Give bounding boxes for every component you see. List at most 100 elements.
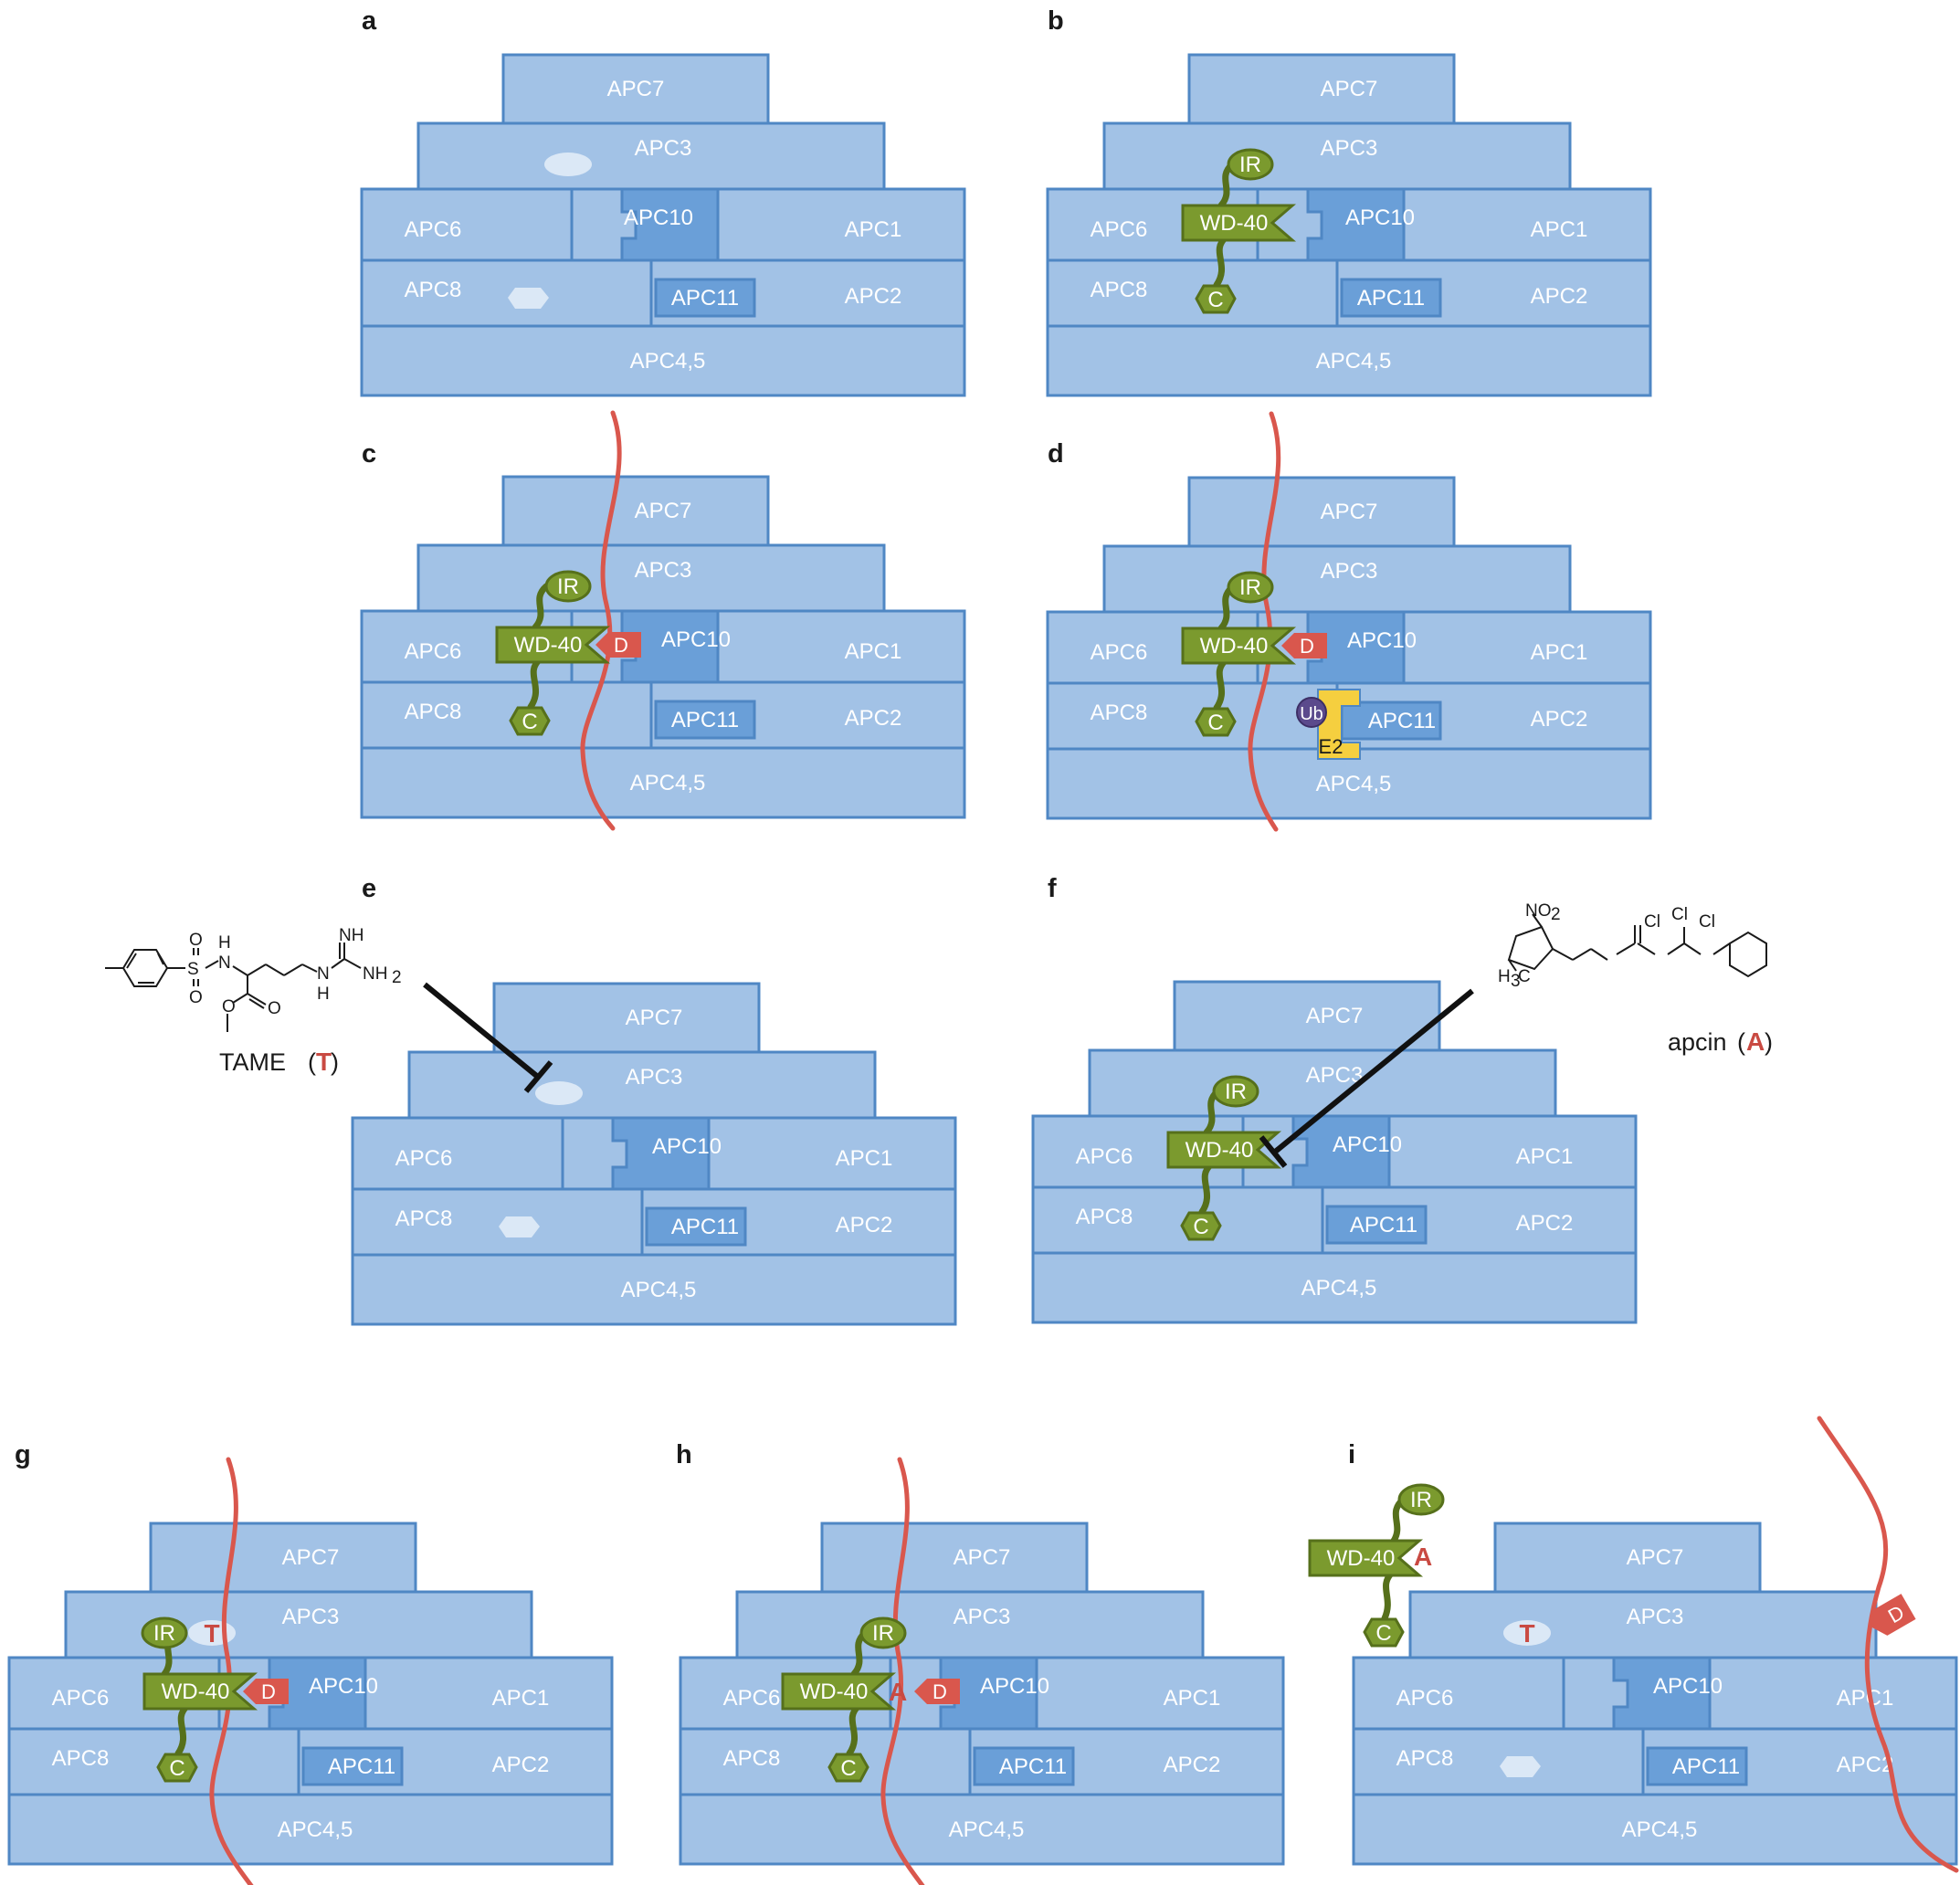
apc6-label: APC6 [405,217,462,242]
apc6-label: APC6 [395,1146,453,1171]
wd40-propeller [1181,627,1297,665]
apc11-label: APC11 [671,1215,739,1239]
methyl-h: H [1498,967,1511,986]
degron-tab [595,632,641,658]
panel-label-c: c [362,439,376,469]
apcin-caption: apcin [1668,1028,1727,1056]
degron-label: D [1300,635,1314,658]
ir-label: IR [153,1621,175,1646]
c-label: C [522,710,537,734]
tame-mark-bound: T [1519,1619,1534,1648]
wd40-label: WD-40 [1327,1546,1396,1571]
apc11-label: APC11 [328,1754,395,1779]
panel-label-f: f [1048,874,1057,903]
tame-paren-close: ) [331,1048,339,1076]
wd40-label: WD-40 [1185,1138,1254,1163]
panel-g: APC7 APC3 APC6 APC10 APC1 APC8 APC11 APC… [7,1457,614,1885]
panel-label-h: h [676,1440,692,1469]
apc45-label: APC4,5 [621,1278,697,1302]
apc2-label: APC2 [492,1753,550,1777]
ubiquitin [1296,697,1327,728]
apc8-label: APC8 [52,1746,110,1771]
apc8-label: APC8 [395,1206,453,1231]
c-terminus [827,1753,869,1783]
panel-label-i: i [1348,1440,1355,1469]
apc11-label: APC11 [1672,1754,1740,1779]
ir-label: IR [1225,1079,1247,1104]
imine: NH [339,926,364,945]
coactivator: IR WD-40 C [1181,148,1297,314]
apc8-label: APC8 [1091,700,1148,725]
apc6-label: APC6 [723,1686,781,1711]
apcin-mark-bound: A [1414,1543,1432,1571]
coactivator: IR WD-40 C [1166,1075,1282,1241]
apc11-label: APC11 [671,286,739,311]
hydrogen: H [218,933,231,953]
ir-label: IR [557,574,579,599]
apcin-mark-bound: A [889,1678,907,1706]
chlorine: Cl [1671,905,1688,924]
wd40-label: WD-40 [162,1680,230,1704]
wd40-propeller [495,626,611,664]
wd40-label: WD-40 [1200,211,1269,236]
apc3-label: APC3 [635,136,692,161]
c-label: C [1207,288,1223,312]
panel-a: APC7 APC3 APC6 APC10 APC1 APC8 APC11 APC… [360,53,966,397]
nitro-subscript: 2 [1551,905,1561,924]
apc1-label: APC1 [845,639,902,664]
apc6-label: APC6 [1396,1686,1454,1711]
apc1-label: APC1 [492,1686,550,1711]
apc1-label: APC1 [845,217,902,242]
apcin-paren-close: ) [1765,1028,1773,1056]
e2-label: E2 [1319,735,1344,758]
wd40-label: WD-40 [800,1680,869,1704]
apc45-label: APC4,5 [630,349,706,374]
oxygen: O [222,997,236,1016]
apc10-label: APC10 [1653,1674,1723,1699]
apc45-label: APC4,5 [1301,1276,1377,1301]
apc7-label: APC7 [282,1545,340,1570]
degron-tab [1871,1594,1916,1636]
panel-e: APC7 APC3 APC6 APC10 APC1 APC8 APC11 APC… [351,982,957,1326]
wd40-propeller [1166,1131,1282,1169]
apc10-label: APC10 [309,1674,378,1699]
ir-label: IR [1410,1488,1432,1512]
coactivator: IR WD-40 C [1181,571,1297,737]
apc45-label: APC4,5 [630,771,706,795]
apc2-label: APC2 [1164,1753,1221,1777]
apc2-label: APC2 [1531,707,1588,732]
coactivator: IR WD-40 C [495,570,611,736]
apc2-label: APC2 [845,284,902,309]
panel-f: APC7 APC3 APC6 APC10 APC1 APC8 APC11 APC… [1031,980,1638,1324]
degron-label: D [933,1680,947,1703]
wd40-label: WD-40 [514,633,583,658]
apc3-label: APC3 [282,1605,340,1629]
tame-paren-open: ( [308,1048,316,1076]
apc3-label: APC3 [1627,1605,1684,1629]
coactivator: IR WD-40 C [141,1616,258,1783]
apc7-label: APC7 [1321,500,1378,524]
panel-b: APC7 APC3 APC6 APC10 APC1 APC8 APC11 APC… [1046,53,1652,397]
apc8-label: APC8 [1396,1746,1454,1771]
apc1-label: APC1 [1837,1686,1894,1711]
released-coactivator: IR WD-40 A C [1308,1483,1445,1648]
ir-label: IR [1239,153,1261,177]
oxygen: O [189,988,203,1007]
tame-inhibition-arrow [423,982,553,1093]
apc1-label: APC1 [836,1146,893,1171]
wd40-label: WD-40 [1200,634,1269,658]
nitrogen: N [317,964,330,984]
degron-tab [1281,633,1327,658]
panel-label-a: a [362,6,377,36]
amine: NH [363,964,387,984]
c-label: C [1375,1621,1391,1646]
apc11-label: APC11 [671,708,739,732]
panel-c: APC7 APC3 APC6 APC10 APC1 APC8 APC11 APC… [360,410,966,831]
apc45-label: APC4,5 [278,1817,353,1842]
c-terminus [1363,1617,1405,1648]
apc3-label: APC3 [626,1065,683,1090]
apc10-label: APC10 [980,1674,1049,1699]
nitro: NO [1525,901,1552,921]
degron-tab [243,1679,289,1704]
apc8-label: APC8 [723,1746,781,1771]
